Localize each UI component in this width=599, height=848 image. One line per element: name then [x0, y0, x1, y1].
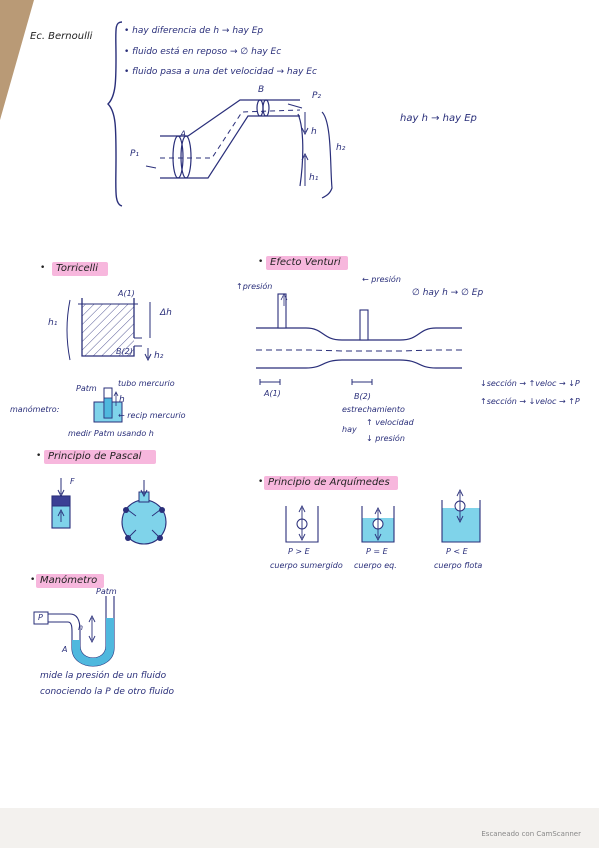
bernoulli-title: Ec. Bernoulli: [30, 31, 93, 42]
bernoulli-line-3: • fluido pasa a una det velocidad → hay …: [124, 67, 317, 77]
pascal-f-label: F: [70, 477, 75, 486]
barometer-diagram: [93, 387, 123, 423]
torricelli-label-a1: A(1): [118, 289, 135, 298]
venturi-note: ∅ hay h → ∅ Ep: [412, 288, 484, 298]
barometer-recip: ← recip mercurio: [118, 411, 186, 420]
barometer-medir: medir Patm usando h: [68, 429, 154, 438]
venturi-a1: A(1): [264, 389, 281, 398]
manometer-caption-1: mide la presión de un fluido: [40, 671, 167, 681]
venturi-bullet: •: [258, 257, 264, 267]
torricelli-diagram: [66, 298, 152, 362]
arquimedes-desc-2: cuerpo eq.: [354, 561, 397, 570]
bernoulli-note: hay h → hay Ep: [400, 113, 477, 124]
arquimedes-eq-2: P = E: [366, 547, 388, 556]
manometro-title: Manómetro: [40, 575, 98, 586]
bernoulli-line-2: • fluido está en reposo → ∅ hay Ec: [124, 47, 282, 57]
pascal-highlight: [44, 450, 156, 464]
torricelli-label-b2: B(2): [116, 347, 133, 356]
bernoulli-label-b: B: [258, 85, 265, 95]
venturi-rule-1: ↓sección → ↑veloc → ↓P: [480, 379, 580, 388]
arquimedes-desc-3: cuerpo flota: [434, 561, 483, 570]
pascal-title: Principio de Pascal: [48, 451, 142, 462]
manometro-bullet: •: [30, 575, 36, 585]
manometer-caption-2: conociendo la P de otro fluido: [40, 687, 175, 697]
notebook-page: Ec. Bernoulli • hay diferencia de h → ha…: [0, 0, 599, 808]
venturi-estrechamiento: estrechamiento: [342, 405, 405, 414]
arquimedes-desc-1: cuerpo sumergido: [270, 561, 343, 570]
venturi-highlight: [266, 256, 348, 270]
venturi-hay: hay: [342, 425, 357, 434]
torricelli-bullet: •: [40, 263, 46, 273]
scanner-watermark: Escaneado con CamScanner: [481, 830, 581, 838]
scan-footer: Escaneado con CamScanner: [0, 808, 599, 848]
barometer-h: h: [119, 395, 125, 405]
bernoulli-line-1: • hay diferencia de h → hay Ep: [124, 26, 264, 36]
venturi-diagram: [256, 293, 462, 385]
venturi-velocidad: ↑ velocidad: [366, 418, 414, 427]
torricelli-label-dh: Δh: [160, 308, 172, 318]
arquimedes-diagram: [285, 488, 481, 543]
pascal-diagram: [51, 478, 167, 545]
page-corner: [0, 0, 34, 120]
pascal-bullet: •: [36, 451, 42, 461]
torricelli-highlight: [52, 262, 108, 276]
bernoulli-label-p2: P₂: [312, 91, 322, 101]
barometer-patm: Patm: [76, 384, 97, 393]
venturi-presion-down: ↓ presión: [366, 434, 405, 443]
manometer-p: P: [38, 613, 43, 622]
torricelli-title: Torricelli: [56, 263, 98, 274]
torricelli-label-h1: h₁: [48, 318, 58, 328]
arquimedes-eq-1: P > E: [288, 547, 310, 556]
arquimedes-bullet: •: [258, 477, 264, 487]
arquimedes-title: Principio de Arquímedes: [268, 477, 390, 488]
arquimedes-highlight: [264, 476, 398, 490]
bernoulli-label-p1: P₁: [130, 149, 140, 159]
venturi-rule-2: ↑sección → ↓veloc → ↑P: [480, 397, 580, 406]
bernoulli-label-h: h: [311, 127, 317, 137]
manometer-a: A: [62, 645, 68, 654]
venturi-presion-right: ← presión: [362, 275, 401, 284]
venturi-title: Efecto Venturi: [270, 257, 341, 268]
bernoulli-label-h1: h₁: [309, 173, 319, 183]
manometer-diagram: [33, 596, 115, 667]
torricelli-label-h2: h₂: [154, 351, 164, 361]
venturi-b2: B(2): [354, 392, 371, 401]
manometer-patm: Patm: [96, 587, 117, 596]
venturi-presion-left: ↑presión: [236, 282, 273, 291]
barometer-tubo: tubo mercurio: [118, 379, 175, 388]
manometro-side-label: manómetro:: [10, 405, 60, 414]
arquimedes-eq-3: P < E: [446, 547, 468, 556]
bernoulli-diagram: [107, 21, 333, 207]
bernoulli-label-h2: h₂: [336, 143, 346, 153]
manometro-highlight: [36, 574, 104, 588]
manometer-h: h: [78, 623, 84, 632]
bernoulli-label-a: A: [180, 130, 187, 140]
